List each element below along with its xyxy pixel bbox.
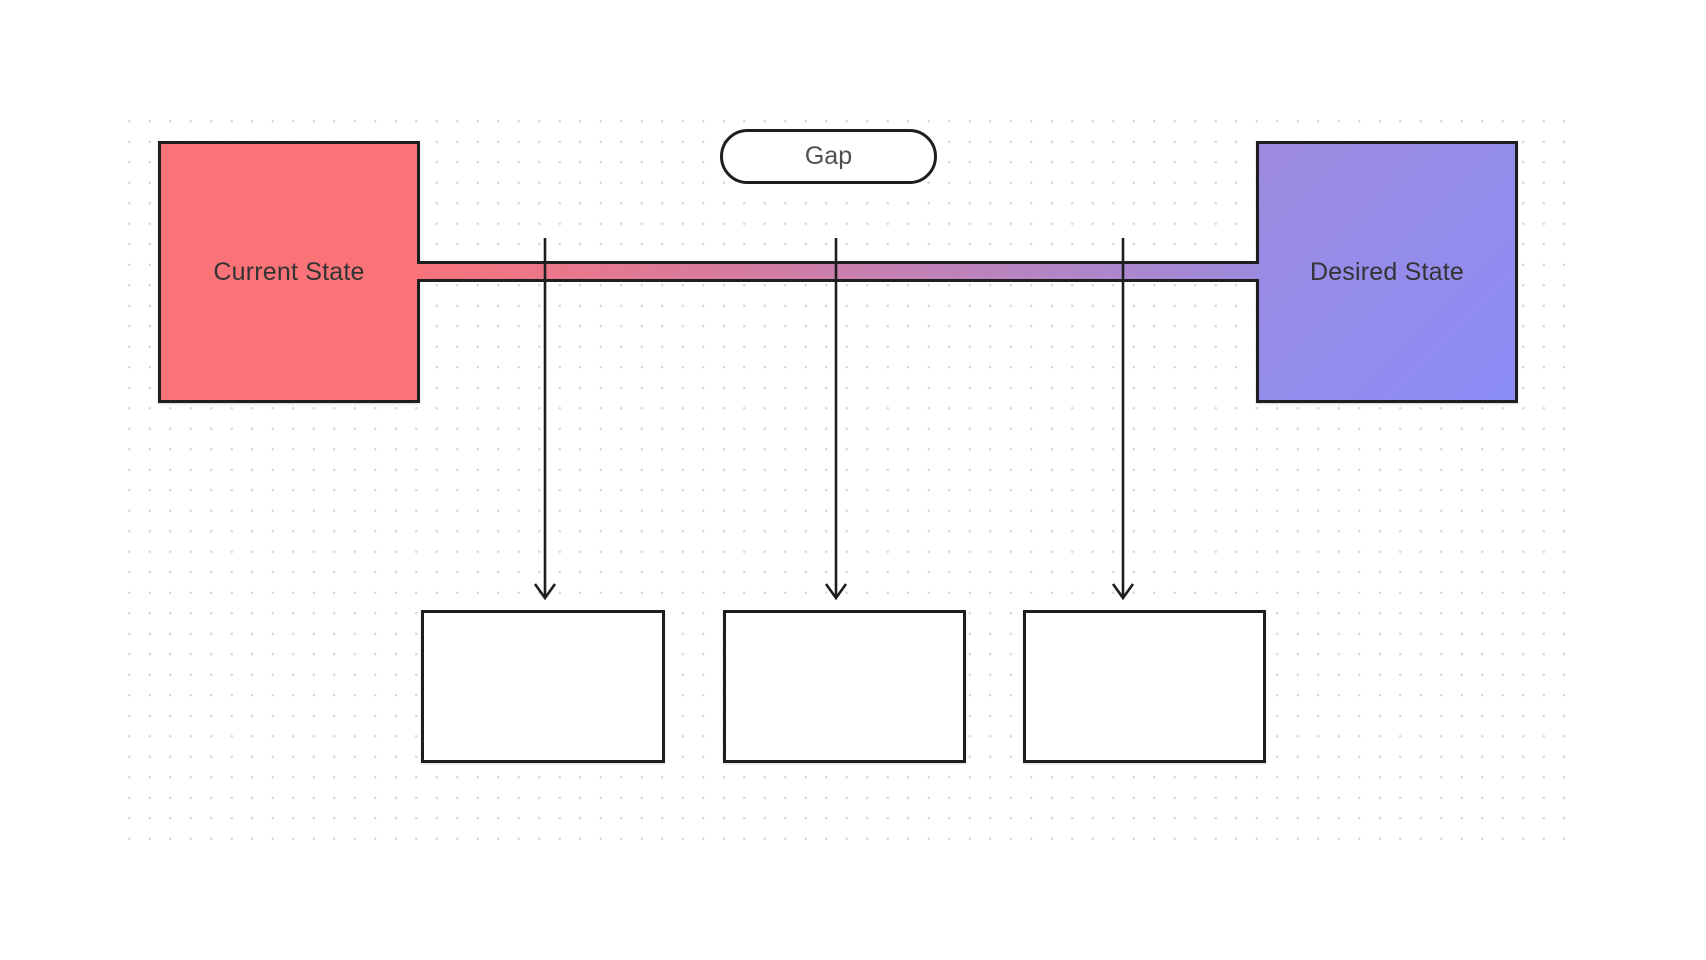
down-arrow-2[interactable] [824, 238, 848, 601]
gap-label: Gap [804, 142, 853, 170]
action-box-3[interactable] [1023, 610, 1266, 763]
current-state-label: Current State [213, 257, 365, 286]
desired-state-label: Desired State [1309, 257, 1465, 286]
down-arrow-3[interactable] [1111, 238, 1135, 601]
down-arrow-1[interactable] [533, 238, 557, 601]
current-state-node[interactable]: Current State [158, 141, 420, 403]
action-box-2[interactable] [723, 610, 966, 763]
action-box-1[interactable] [421, 610, 665, 763]
gap-pill[interactable]: Gap [720, 129, 937, 184]
gap-connector-bar[interactable] [417, 261, 1259, 282]
desired-state-node[interactable]: Desired State [1256, 141, 1518, 403]
